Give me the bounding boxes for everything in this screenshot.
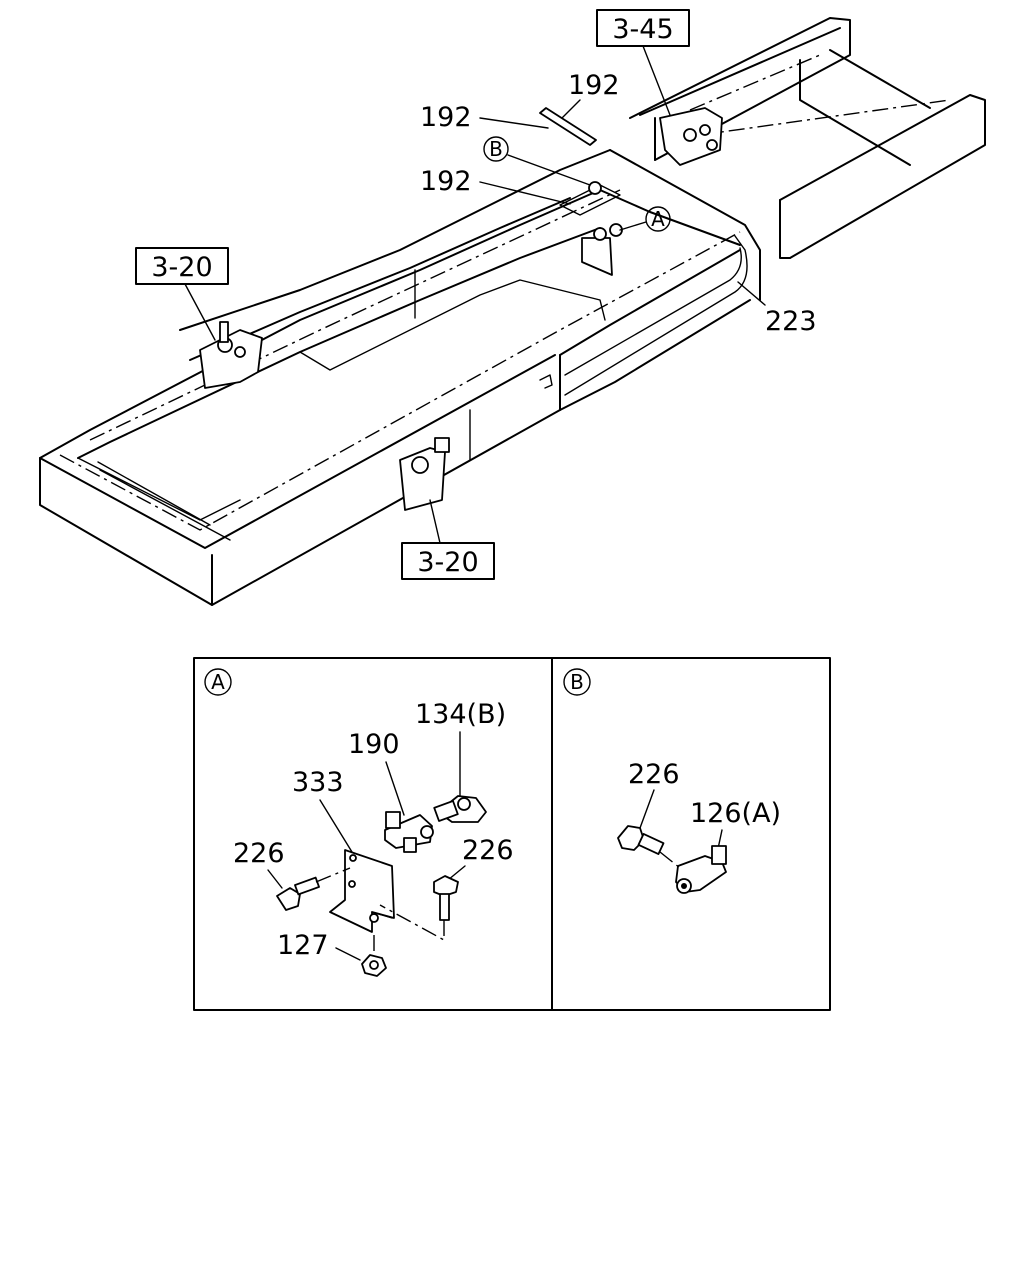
callout-marker-b: B xyxy=(483,136,591,186)
label-190: 190 xyxy=(348,729,400,760)
bolt-226-b xyxy=(617,825,665,855)
label-333: 333 xyxy=(292,767,344,798)
detail-panels xyxy=(193,657,831,1011)
callout-192-mid: 192 xyxy=(420,102,549,133)
tee-fitting-a-location xyxy=(581,223,623,276)
ref-box-3-20-bottom: 3-20 xyxy=(401,499,495,580)
bolt-226-right xyxy=(433,875,459,921)
label-192-low: 192 xyxy=(420,166,472,197)
bolt-226-left xyxy=(276,876,320,911)
label-226-right: 226 xyxy=(462,835,514,866)
marker-b-label: B xyxy=(489,137,503,161)
label-134b: 134(B) xyxy=(415,699,506,730)
label-126a: 126(A) xyxy=(690,798,781,829)
label-192-top: 192 xyxy=(568,70,620,101)
detail-b-marker: B xyxy=(570,670,584,694)
callout-192-top: 192 xyxy=(561,70,620,119)
bracket-bottom xyxy=(399,437,450,511)
ref-box-3-45: 3-45 xyxy=(596,9,690,116)
chassis-frame xyxy=(39,149,761,606)
rear-frame-section xyxy=(629,17,986,259)
detail-a-marker: A xyxy=(211,670,225,694)
clip xyxy=(539,374,553,389)
detail-b: B 226 126(A) xyxy=(563,668,781,894)
nut-127 xyxy=(361,954,387,977)
elbow-fitting-134 xyxy=(433,795,487,823)
callout-223: 223 xyxy=(737,281,817,337)
ref-3-20-left-label: 3-20 xyxy=(151,252,212,283)
label-226-b: 226 xyxy=(628,759,680,790)
label-226-left: 226 xyxy=(233,838,285,869)
bracket-333 xyxy=(329,849,395,933)
pipe-192 xyxy=(539,107,621,216)
ref-3-20-bottom-label: 3-20 xyxy=(417,547,478,578)
label-192-mid: 192 xyxy=(420,102,472,133)
label-223: 223 xyxy=(765,306,817,337)
bracket-rear xyxy=(659,107,723,166)
tee-fitting-190 xyxy=(384,811,434,853)
fitting-126a xyxy=(675,845,727,894)
bracket-left xyxy=(199,321,263,389)
label-127: 127 xyxy=(277,930,329,961)
detail-a: A 134(B) 190 333 226 226 127 xyxy=(204,668,514,977)
callout-marker-a: A xyxy=(619,206,671,232)
ref-3-45-label: 3-45 xyxy=(612,14,673,45)
marker-a-label: A xyxy=(651,207,665,231)
callout-192-low: 192 xyxy=(420,166,571,205)
ref-box-3-20-left: 3-20 xyxy=(135,247,229,341)
